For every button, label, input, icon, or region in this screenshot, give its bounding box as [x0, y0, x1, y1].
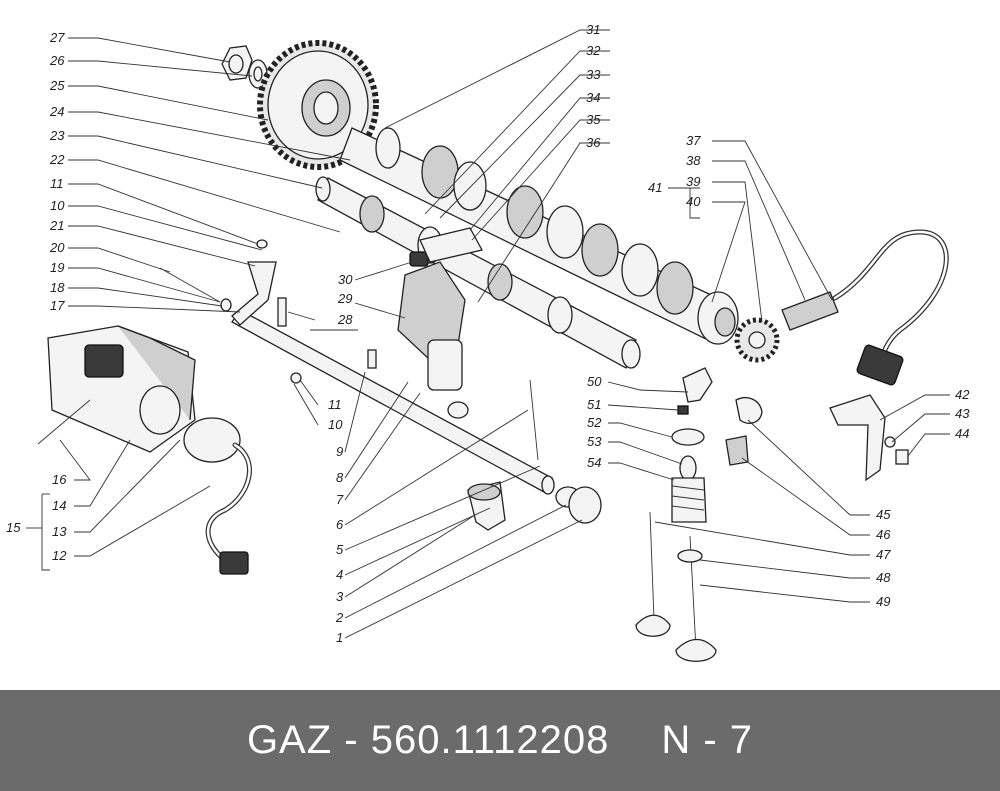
label-42: 42	[955, 387, 970, 402]
label-27: 27	[49, 30, 65, 45]
label-43: 43	[955, 406, 970, 421]
label-2: 2	[335, 610, 344, 625]
label-49: 49	[876, 594, 890, 609]
label-48: 48	[876, 570, 891, 585]
label-47: 47	[876, 547, 891, 562]
label-53: 53	[587, 434, 602, 449]
label-11-top: 11	[50, 176, 64, 191]
label-14: 14	[52, 498, 66, 513]
leader-lines	[26, 29, 950, 639]
label-40: 40	[686, 194, 701, 209]
label-34: 34	[586, 90, 600, 105]
label-11-bottom: 11	[328, 397, 342, 412]
label-51: 51	[587, 397, 601, 412]
label-23: 23	[49, 128, 65, 143]
label-45: 45	[876, 507, 891, 522]
exploded-parts-diagram: 27 26 25 24 23 22 11 10 21 20 19 18 17 2…	[6, 22, 971, 662]
label-20: 20	[49, 240, 65, 255]
label-30: 30	[338, 272, 353, 287]
misc-plugs	[467, 481, 602, 531]
label-3: 3	[336, 589, 344, 604]
label-17: 17	[50, 298, 65, 313]
label-54: 54	[587, 455, 601, 470]
label-39: 39	[686, 174, 700, 189]
label-19: 19	[50, 260, 64, 275]
label-33: 33	[586, 67, 601, 82]
label-13: 13	[52, 524, 67, 539]
label-31: 31	[586, 22, 600, 37]
label-18: 18	[50, 280, 65, 295]
valve-train-parts	[635, 367, 763, 662]
sensor-bracket	[829, 394, 909, 482]
label-1: 1	[336, 630, 343, 645]
intake-camshaft	[339, 127, 739, 345]
label-21: 21	[49, 218, 64, 233]
label-24: 24	[49, 104, 64, 119]
label-25: 25	[49, 78, 65, 93]
pump-module	[37, 325, 252, 575]
label-10-top: 10	[50, 198, 65, 213]
label-38: 38	[686, 153, 701, 168]
label-5: 5	[336, 542, 344, 557]
label-4: 4	[336, 567, 343, 582]
label-10-bottom: 10	[328, 417, 343, 432]
label-46: 46	[876, 527, 891, 542]
label-8: 8	[336, 470, 344, 485]
label-44: 44	[955, 426, 969, 441]
part-number-banner: GAZ - 560.1112208 N - 7	[0, 690, 1000, 791]
label-7: 7	[336, 492, 344, 507]
label-22: 22	[49, 152, 65, 167]
diagram-canvas: 27 26 25 24 23 22 11 10 21 20 19 18 17 2…	[6, 22, 970, 662]
cam-sensor	[734, 229, 949, 386]
label-35: 35	[586, 112, 601, 127]
callout-labels: 27 26 25 24 23 22 11 10 21 20 19 18 17 2…	[6, 22, 970, 645]
label-6: 6	[336, 517, 344, 532]
label-32: 32	[586, 43, 601, 58]
camshaft-gear	[221, 40, 379, 170]
label-52: 52	[587, 415, 602, 430]
label-12: 12	[52, 548, 67, 563]
label-26: 26	[49, 53, 65, 68]
part-number: GAZ - 560.1112208	[246, 718, 610, 762]
label-50: 50	[587, 374, 602, 389]
label-9: 9	[336, 444, 343, 459]
label-36: 36	[586, 135, 601, 150]
label-15: 15	[6, 520, 21, 535]
oil-rail	[159, 239, 555, 495]
label-29: 29	[337, 291, 352, 306]
diagram-position: N - 7	[661, 718, 754, 762]
label-37: 37	[686, 133, 701, 148]
label-41: 41	[648, 180, 662, 195]
label-28: 28	[337, 312, 353, 327]
injector-assembly	[397, 227, 483, 419]
label-16: 16	[52, 472, 67, 487]
